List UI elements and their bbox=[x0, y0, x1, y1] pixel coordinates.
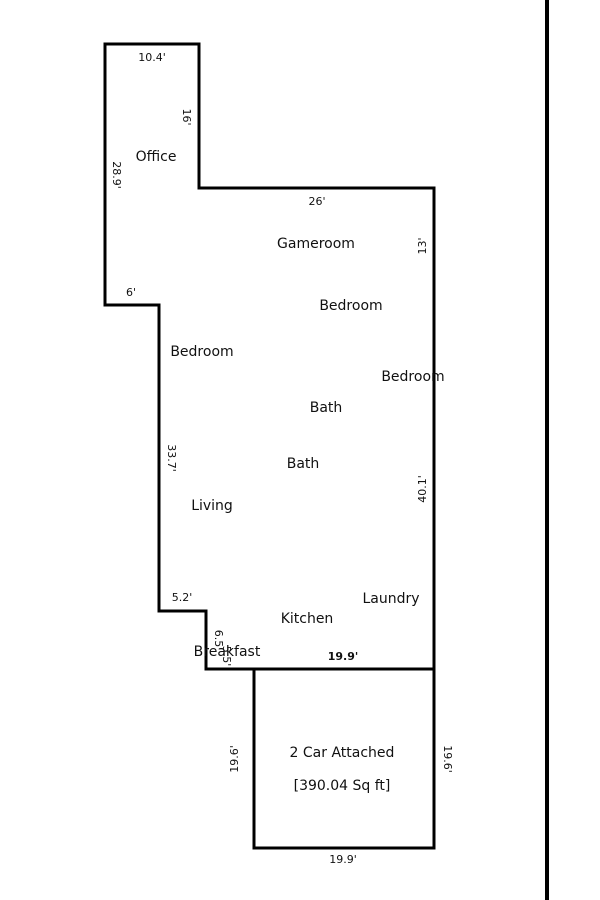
dimension-label: 13' bbox=[416, 237, 429, 254]
house-outline bbox=[103, 42, 436, 671]
room-label-living: Living bbox=[191, 498, 233, 514]
garage-outline bbox=[252, 667, 436, 850]
room-label-kitchen: Kitchen bbox=[281, 611, 334, 627]
dimension-label: 6.5' bbox=[212, 630, 225, 651]
room-label-office: Office bbox=[136, 149, 177, 165]
dimension-label: 10.4' bbox=[138, 51, 166, 64]
dimension-label: 33.7' bbox=[165, 444, 178, 472]
dimension-label: 26' bbox=[308, 195, 325, 208]
room-label-breakfast: Breakfast bbox=[194, 644, 261, 660]
dimension-label: 19.9' bbox=[329, 853, 357, 866]
dimension-label: 19.6' bbox=[441, 745, 454, 773]
dimension-label: 5.5' bbox=[220, 646, 233, 667]
room-label-laundry: Laundry bbox=[362, 591, 419, 607]
room-label-bedroom: Bedroom bbox=[381, 369, 444, 385]
room-label-bedroom: Bedroom bbox=[170, 344, 233, 360]
dimension-label: 40.1' bbox=[416, 475, 429, 503]
dimension-label: 5.2' bbox=[172, 591, 193, 604]
room-label-gameroom: Gameroom bbox=[277, 236, 355, 252]
room-label-bedroom: Bedroom bbox=[319, 298, 382, 314]
dimension-label: 16' bbox=[180, 108, 193, 125]
room-label-bath: Bath bbox=[310, 400, 343, 416]
dimension-label: 19.9' bbox=[328, 650, 359, 663]
dimension-label: 6' bbox=[126, 286, 136, 299]
room-label-garage: 2 Car Attached bbox=[290, 745, 395, 761]
room-label-bath: Bath bbox=[287, 456, 320, 472]
dimension-label: 28.9' bbox=[110, 161, 123, 189]
dimension-label: 19.6' bbox=[228, 745, 241, 773]
garage-area-label: [390.04 Sq ft] bbox=[294, 778, 391, 794]
